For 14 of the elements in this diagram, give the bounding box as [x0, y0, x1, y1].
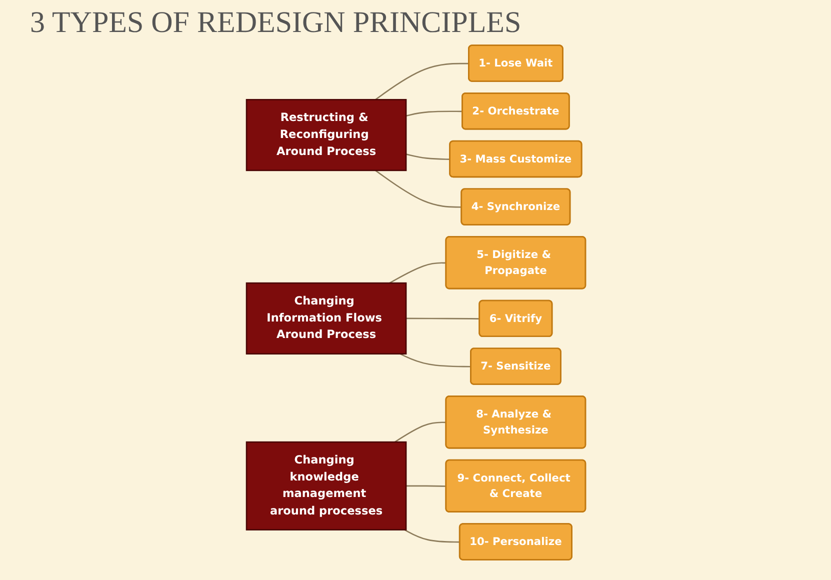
node-box: Changing knowledge management around processes — [245, 441, 406, 530]
connector — [404, 529, 460, 543]
connector — [394, 422, 446, 443]
title: 3 TYPES OF REDESIGN PRINCIPLES — [30, 6, 522, 40]
connector — [388, 262, 446, 284]
connector — [405, 110, 462, 117]
connector — [374, 170, 462, 208]
connector — [374, 62, 468, 100]
connector — [406, 485, 446, 487]
node-box: Changing Information Flows Around Process — [245, 282, 406, 354]
node-box: Restructing & Reconfiguring Around Process — [245, 98, 406, 172]
connector — [406, 318, 480, 320]
connector — [405, 154, 450, 160]
connector — [399, 353, 471, 368]
